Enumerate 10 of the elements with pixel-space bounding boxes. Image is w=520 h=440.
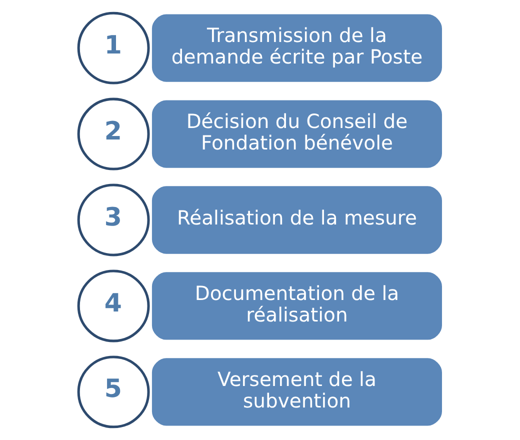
node-circle: 2: [77, 98, 150, 170]
node-box: Décision du Conseil de Fondation bénévole: [152, 100, 442, 168]
node-circle: 5: [77, 356, 150, 428]
node-box: Transmission de la demande écrite par Poste: [152, 14, 442, 82]
node-circle: 4: [77, 270, 150, 342]
node-circle: 1: [77, 12, 150, 84]
node-box: Documentation de la réalisation: [152, 272, 442, 340]
node-box: Réalisation de la mesure: [152, 186, 442, 254]
node-circle: 3: [77, 184, 150, 256]
node-box: Versement de la subvention: [152, 358, 442, 426]
